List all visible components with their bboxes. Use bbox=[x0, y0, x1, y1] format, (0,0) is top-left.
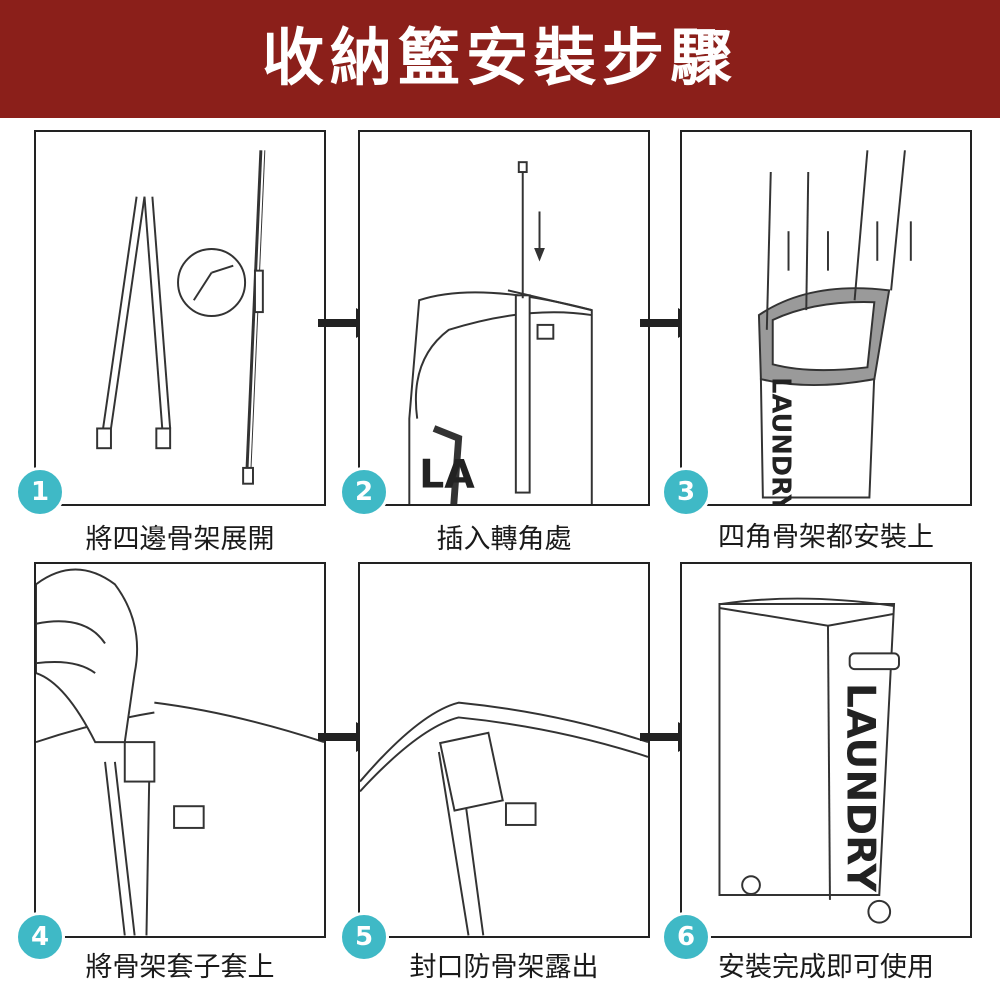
step-5-badge: 5 bbox=[339, 912, 389, 962]
laundry-basket-icon: LA bbox=[408, 161, 593, 504]
basket-label: LAUNDRY bbox=[766, 377, 796, 504]
step-3-caption: 四角骨架都安裝上 bbox=[718, 522, 934, 553]
basket-label-partial: LA bbox=[419, 452, 475, 498]
step-5-caption: 封口防骨架露出 bbox=[409, 952, 599, 983]
frame-rod-icon bbox=[96, 150, 266, 485]
step-2-panel: LA bbox=[358, 130, 650, 506]
step-6-badge: 6 bbox=[661, 912, 711, 962]
page-title: 收納籃安裝步驟 bbox=[261, 21, 738, 94]
step-1-caption: 將四邊骨架展開 bbox=[85, 524, 275, 555]
frame-rod-icon bbox=[360, 701, 648, 936]
laundry-basket-icon: LAUNDRY bbox=[718, 597, 900, 924]
step-5-panel bbox=[358, 562, 650, 938]
step-2-badge: 2 bbox=[339, 467, 389, 517]
step-6-panel: LAUNDRY bbox=[680, 562, 972, 938]
step-2-caption: 插入轉角處 bbox=[436, 524, 572, 555]
step-6-caption: 安裝完成即可使用 bbox=[718, 952, 934, 983]
step-4-badge: 4 bbox=[15, 912, 65, 962]
step-4-caption: 將骨架套子套上 bbox=[85, 952, 275, 983]
step-1-badge: 1 bbox=[15, 467, 65, 517]
step-4-panel bbox=[34, 562, 326, 938]
step-1-panel bbox=[34, 130, 326, 506]
title-banner bbox=[0, 0, 1000, 118]
step-3-panel: LAUNDRY bbox=[680, 130, 972, 506]
laundry-basket-icon: LAUNDRY bbox=[757, 150, 912, 504]
basket-label: LAUNDRY bbox=[838, 683, 884, 892]
hand-icon bbox=[36, 568, 324, 936]
step-3-badge: 3 bbox=[661, 467, 711, 517]
